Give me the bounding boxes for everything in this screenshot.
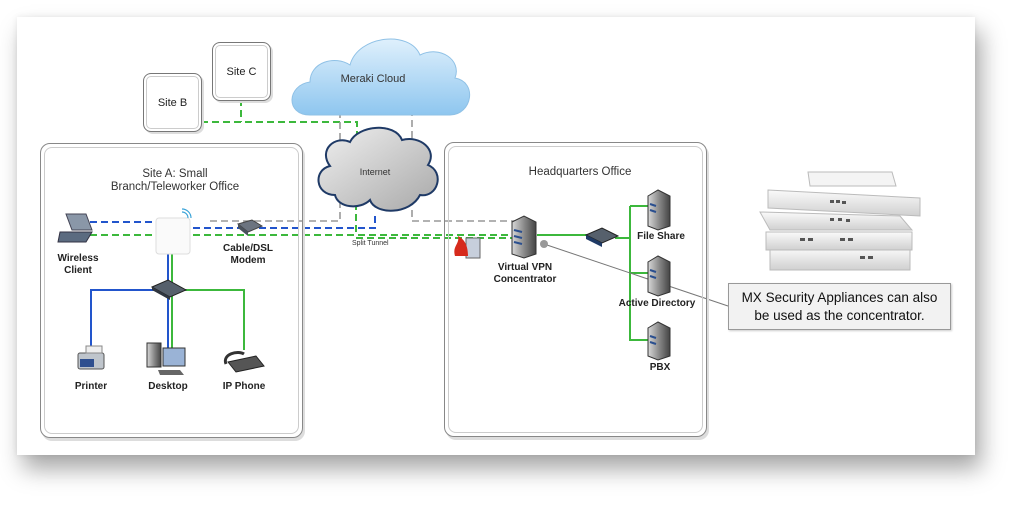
callout-anchor bbox=[540, 240, 548, 248]
ip-phone-icon bbox=[223, 350, 265, 373]
callout-pointer bbox=[543, 243, 729, 307]
hq-region bbox=[444, 142, 707, 437]
pbx-server-icon bbox=[647, 321, 671, 361]
callout-line2: be used as the concentrator. bbox=[754, 308, 925, 323]
file-share-server-icon bbox=[647, 189, 671, 231]
site-a-title-line1: Site A: Small bbox=[142, 168, 208, 180]
site-c-box: Site C bbox=[212, 42, 271, 101]
callout-line1: MX Security Appliances can also bbox=[741, 290, 938, 305]
hq-title: Headquarters Office bbox=[528, 166, 632, 178]
meraki-cloud-icon bbox=[291, 38, 471, 116]
firewall-icon bbox=[454, 236, 481, 259]
access-point-icon bbox=[155, 208, 192, 255]
laptop-icon bbox=[57, 213, 93, 243]
site-a-region bbox=[40, 143, 303, 438]
internet-label: Internet bbox=[359, 167, 391, 177]
mx-appliances-image bbox=[759, 171, 921, 271]
wireless-client-label-2: Client bbox=[64, 265, 92, 276]
internet-cloud-icon bbox=[317, 126, 439, 212]
ip-phone-label: IP Phone bbox=[222, 381, 266, 392]
hq-server-bus bbox=[629, 206, 648, 341]
split-tunnel-label: Split Tunnel bbox=[352, 240, 389, 247]
modem-label-2: Modem bbox=[230, 255, 266, 266]
file-share-label: File Share bbox=[637, 231, 685, 242]
desktop-icon bbox=[146, 342, 186, 375]
vpn-concentrator-label-1: Virtual VPN bbox=[497, 262, 553, 273]
switch-icon-hq bbox=[584, 227, 620, 247]
switch-icon-site-a bbox=[150, 279, 188, 300]
active-directory-server-icon bbox=[647, 255, 671, 297]
site-b-label: Site B bbox=[157, 96, 188, 109]
wireless-client-label-1: Wireless bbox=[57, 253, 99, 264]
printer-icon bbox=[77, 345, 105, 370]
active-directory-label: Active Directory bbox=[618, 298, 696, 309]
modem-internet-link bbox=[210, 196, 341, 222]
site-links bbox=[201, 99, 358, 148]
site-b-link bbox=[201, 121, 358, 148]
phone-link bbox=[180, 289, 245, 350]
site-c-label: Site C bbox=[226, 65, 257, 78]
mx-callout: MX Security Appliances can also be used … bbox=[728, 283, 951, 330]
hq-lan bbox=[537, 205, 648, 341]
site-a-lan bbox=[90, 253, 245, 350]
site-a-title-line2: Branch/Teleworker Office bbox=[110, 181, 240, 193]
printer-link bbox=[90, 289, 162, 348]
internet-links bbox=[210, 113, 515, 222]
modem-label-1: Cable/DSL bbox=[222, 243, 273, 254]
vpn-concentrator-icon bbox=[511, 215, 537, 259]
pbx-label: PBX bbox=[649, 362, 671, 373]
desktop-label: Desktop bbox=[148, 381, 188, 392]
internet-hq-link bbox=[411, 210, 515, 222]
printer-label: Printer bbox=[74, 381, 108, 392]
site-b-box: Site B bbox=[143, 73, 202, 132]
modem-icon bbox=[236, 219, 264, 236]
vpn-concentrator-label-2: Concentrator bbox=[493, 274, 557, 285]
meraki-cloud-label: Meraki Cloud bbox=[340, 73, 406, 85]
